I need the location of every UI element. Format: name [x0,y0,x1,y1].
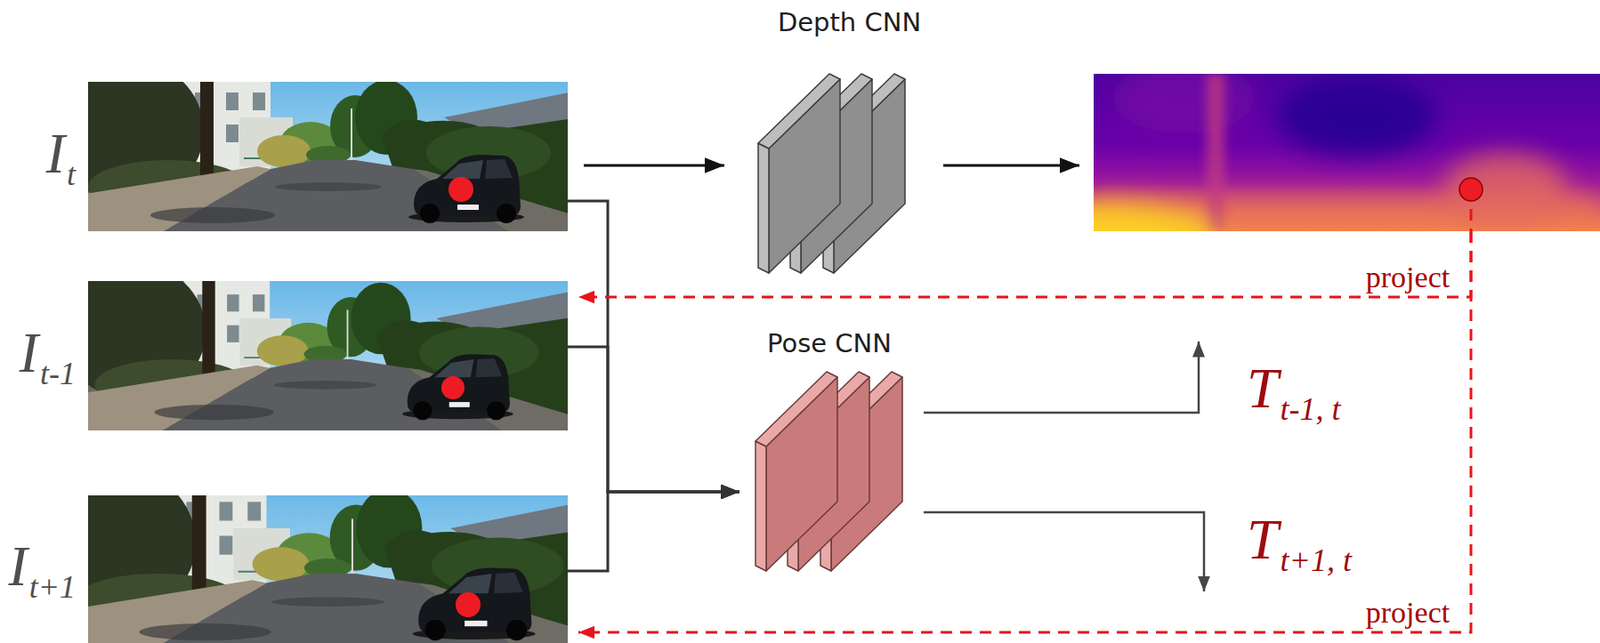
frame-label: It+1 [8,533,76,607]
image-frame: It+1 [88,495,568,643]
cnn-block: Depth CNN [758,73,906,274]
frame-label: It-1 [19,320,76,393]
image-frame: It-1 [88,281,568,431]
pose-label: Tt+1, t [1246,507,1352,580]
connector [567,492,740,572]
pose-output: Tt+1, t [1246,507,1352,580]
depth-map [1093,73,1600,232]
connector [943,163,1080,167]
connector [578,231,1471,633]
connector [567,201,740,493]
symbol-subscript: t-1 [40,355,76,392]
pose-output: Tt-1, t [1246,355,1342,429]
connector [567,347,740,493]
cnn-title: Pose CNN [767,328,892,360]
cnn-name: Pose CNN [767,328,892,359]
frame-label: It [46,121,76,194]
connector [583,163,725,167]
symbol-subscript: t+1 [29,569,76,606]
edge-label: project [1365,596,1450,630]
pose-label: Tt-1, t [1246,355,1342,429]
symbol-subscript: t-1, t [1280,391,1342,428]
image-frame: It [88,81,568,232]
cnn-name: Depth CNN [777,7,922,38]
cnn-title: Depth CNN [777,7,922,39]
symbol-letter: I [46,121,65,186]
symbol-letter: T [1246,508,1279,572]
symbol-letter: T [1246,356,1279,421]
connector [578,231,1471,298]
symbol-letter: I [8,534,27,598]
connector [923,341,1199,413]
symbol-subscript: t [66,156,76,193]
symbol-letter: I [19,321,39,385]
edge-label: project [1365,260,1450,294]
cnn-block: Pose CNN [755,371,904,572]
connector [923,512,1205,592]
symbol-subscript: t+1, t [1280,542,1352,579]
